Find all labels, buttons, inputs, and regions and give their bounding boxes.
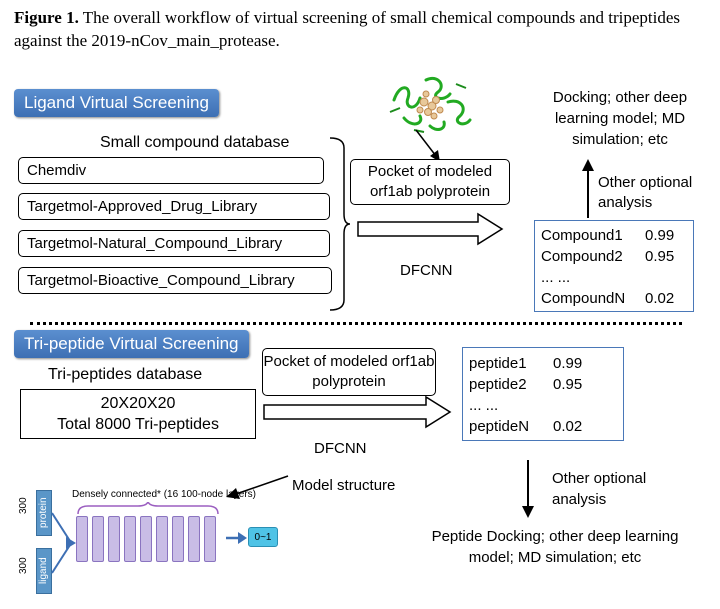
- result-name: Compound2: [541, 248, 623, 265]
- dense-layer: [92, 516, 104, 562]
- figure-caption-text: The overall workflow of virtual screenin…: [14, 8, 680, 50]
- result-score: 0.02: [645, 290, 675, 307]
- result-score: 0.02: [553, 418, 583, 435]
- db-approved-drug: Targetmol-Approved_Drug_Library: [18, 193, 330, 220]
- dense-layers-brace: [77, 502, 219, 515]
- figure-caption: Figure 1. The overall workflow of virtua…: [14, 6, 714, 52]
- ligand-section-title: Ligand Virtual Screening: [14, 89, 219, 117]
- ligand-optional-analysis: Other optional analysis: [598, 174, 693, 211]
- result-row: ... ...: [541, 267, 693, 288]
- dense-layer: [140, 516, 152, 562]
- protein-input-bar: protein: [36, 490, 52, 536]
- dense-layer: [204, 516, 216, 562]
- output-node: 0~1: [248, 527, 278, 547]
- result-score: 0.95: [553, 376, 583, 393]
- ligand-dim-label: 300: [18, 557, 29, 575]
- result-row: Compound1 0.99: [541, 225, 693, 246]
- ligand-dfcnn-arrow: [357, 212, 504, 246]
- model-structure-label: Model structure: [292, 477, 396, 494]
- tripeptide-docking-text: Peptide Docking; other deep learning mod…: [431, 528, 679, 566]
- result-row: peptideN 0.02: [469, 416, 623, 437]
- result-row: Compound2 0.95: [541, 246, 693, 267]
- dense-layer: [124, 516, 136, 562]
- tripeptide-dfcnn-arrow: [263, 395, 452, 429]
- ligand-method-label: DFCNN: [400, 262, 453, 279]
- small-compound-db-title: Small compound database: [100, 134, 290, 151]
- result-name: CompoundN: [541, 290, 626, 307]
- dense-layers: [76, 516, 226, 562]
- database-bracket: [329, 137, 351, 311]
- tripeptide-optional-analysis: Other optional analysis: [552, 470, 647, 508]
- dense-layer: [172, 516, 184, 562]
- model-structure-arrow: [226, 475, 289, 499]
- dense-layer: [76, 516, 88, 562]
- tripeptide-down-arrow: [522, 460, 534, 518]
- section-divider: [30, 322, 682, 325]
- tripeptide-db-line2: Total 8000 Tri-peptides: [57, 416, 219, 433]
- result-score: 0.99: [553, 355, 583, 372]
- tripeptide-section-title: Tri-peptide Virtual Screening: [14, 330, 249, 358]
- ligand-up-arrow: [582, 159, 594, 218]
- figure-label: Figure 1.: [14, 8, 79, 27]
- tripeptide-db-line1: 20X20X20: [100, 395, 176, 412]
- ligand-input-bar: ligand: [36, 548, 52, 594]
- result-row: ... ...: [469, 395, 623, 416]
- dense-layer: [188, 516, 200, 562]
- result-row: peptide2 0.95: [469, 374, 623, 395]
- ligand-input-label: ligand: [38, 557, 49, 585]
- result-score: 0.95: [645, 248, 675, 265]
- tripeptide-results-box: peptide1 0.99 peptide2 0.95 ... ... peptid…: [462, 347, 624, 441]
- result-name: Compound1: [541, 227, 623, 244]
- ligand-docking-text: Docking; other deep learning model; MD s…: [552, 89, 688, 148]
- protein-dim-label: 300: [18, 497, 29, 515]
- dense-layer: [108, 516, 120, 562]
- result-name: peptideN: [469, 418, 530, 435]
- result-name: ... ...: [469, 397, 499, 414]
- protein-structure-image: [389, 77, 472, 133]
- db-chemdiv: Chemdiv: [18, 157, 324, 184]
- tripeptide-pocket-box: Pocket of modeled orf1ab polyprotein: [262, 348, 436, 396]
- protein-input-label: protein: [38, 497, 49, 529]
- tripeptide-db-title: Tri-peptides database: [48, 366, 203, 383]
- output-arrow: [226, 532, 247, 544]
- result-row: CompoundN 0.02: [541, 288, 693, 309]
- result-name: peptide1: [469, 355, 527, 372]
- ligand-pocket-box: Pocket of modeled orf1ab polyprotein: [350, 159, 510, 205]
- result-name: ... ...: [541, 269, 571, 286]
- result-name: peptide2: [469, 376, 527, 393]
- ligand-results-box: Compound1 0.99 Compound2 0.95 ... ... Comp…: [534, 220, 694, 312]
- db-bioactive-compound: Targetmol-Bioactive_Compound_Library: [18, 267, 332, 294]
- tripeptide-method-label: DFCNN: [314, 440, 367, 457]
- result-row: peptide1 0.99: [469, 353, 623, 374]
- tripeptide-db-box: 20X20X20 Total 8000 Tri-peptides: [20, 389, 256, 439]
- dense-layer: [156, 516, 168, 562]
- input-connectors: [51, 512, 76, 574]
- result-score: 0.99: [645, 227, 675, 244]
- db-natural-compound: Targetmol-Natural_Compound_Library: [18, 230, 330, 257]
- dense-layers-label: Densely connected* (16 100-node layers): [72, 489, 256, 500]
